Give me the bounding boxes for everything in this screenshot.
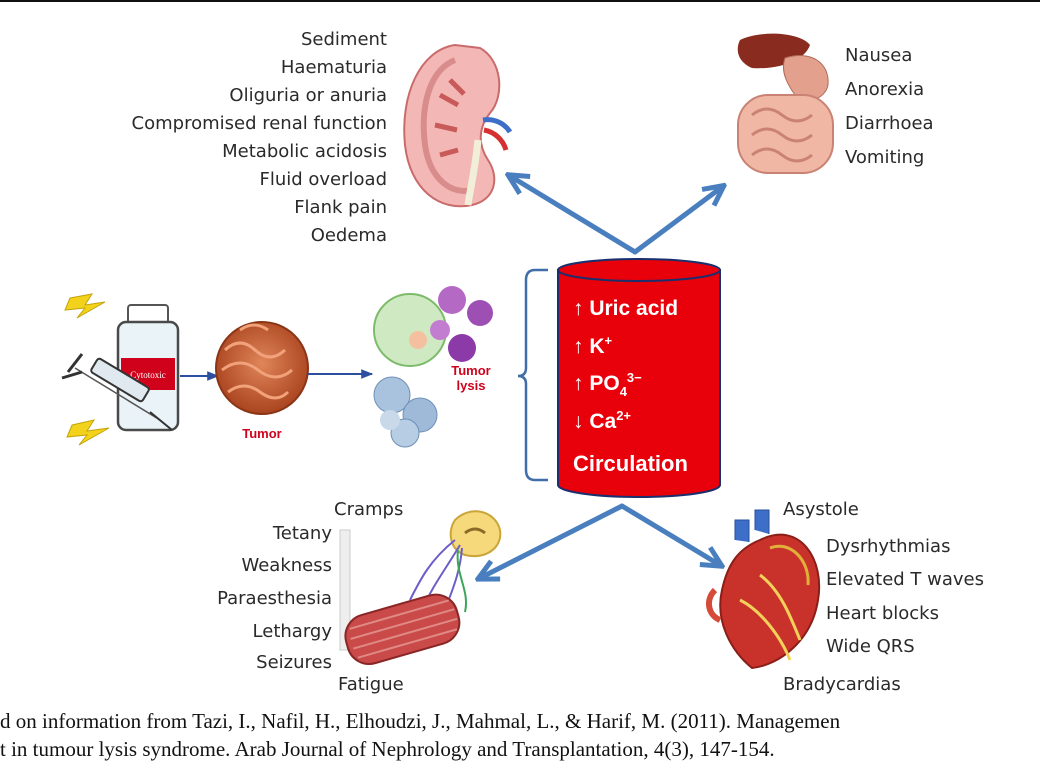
nerve-muscle-illustration xyxy=(339,510,502,665)
cardiac-symptom: Wide QRS xyxy=(826,636,915,657)
lower-arrows xyxy=(480,503,720,578)
gi-symptom: Nausea xyxy=(845,45,912,66)
circulation-cylinder: ↑ Uric acid ↑ K+ ↑ PO43− ↓ Ca2+ Circulat… xyxy=(557,258,721,498)
lightning-icon xyxy=(66,419,110,446)
neuromuscular-symptom: Fatigue xyxy=(338,674,404,695)
neuromuscular-symptom: Cramps xyxy=(334,499,403,520)
lysed-cells-illustration: Tumor lysis xyxy=(373,286,493,448)
kidney-symptom: Metabolic acidosis xyxy=(222,141,387,162)
gi-symptom-list: Nausea Anorexia Diarrhoea Vomiting xyxy=(845,45,934,168)
figure-inset-border xyxy=(339,529,351,651)
cyl-circulation: Circulation xyxy=(573,451,688,476)
arrow-to-heart xyxy=(619,503,720,565)
neuromuscular-symptom: Seizures xyxy=(256,652,332,673)
neuromuscular-symptom: Tetany xyxy=(272,523,333,544)
heart-illustration xyxy=(706,509,821,670)
citation-caption-line1: d on information from Tazi, I., Nafil, H… xyxy=(0,709,841,733)
top-border xyxy=(0,0,1040,2)
kidney-illustration xyxy=(403,43,513,208)
cardiac-symptom: Bradycardias xyxy=(783,674,901,695)
neuromuscular-symptom: Weakness xyxy=(241,555,332,576)
cytotoxic-drug-illustration: Cytotoxic xyxy=(61,293,180,446)
gi-symptom: Anorexia xyxy=(845,79,924,100)
cardiac-symptom: Heart blocks xyxy=(826,603,939,624)
tumor-label: Tumor xyxy=(242,426,281,441)
gi-symptom: Vomiting xyxy=(845,147,924,168)
digestive-system-illustration xyxy=(737,33,834,174)
kidney-symptom: Haematuria xyxy=(281,57,387,78)
arrow-to-neuromuscular xyxy=(480,503,625,578)
syringe-icon xyxy=(61,353,173,431)
upper-arrows xyxy=(510,176,722,255)
bottle-label: Cytotoxic xyxy=(130,370,166,380)
neuromuscular-symptom-list: Cramps Tetany Weakness Paraesthesia Leth… xyxy=(217,499,404,695)
kidney-symptom: Flank pain xyxy=(294,197,387,218)
cardiac-symptom: Dysrhythmias xyxy=(826,536,950,557)
kidney-symptom: Sediment xyxy=(301,29,387,50)
cyl-potassium: ↑ K+ xyxy=(573,333,613,358)
lightning-icon xyxy=(64,293,106,319)
neuromuscular-symptom: Paraesthesia xyxy=(217,588,332,609)
cardiac-symptom: Elevated T waves xyxy=(826,569,984,590)
kidney-symptom: Oliguria or anuria xyxy=(229,85,387,106)
cardiac-symptom-list: Asystole Dysrhythmias Elevated T waves H… xyxy=(783,499,984,695)
cyl-phosphate: ↑ PO43− xyxy=(573,370,642,399)
arrow-to-kidney xyxy=(510,176,638,255)
cardiac-symptom: Asystole xyxy=(783,499,859,520)
neuromuscular-symptom: Lethargy xyxy=(253,621,333,642)
kidney-symptom: Oedema xyxy=(311,225,387,246)
tumor-lysis-label-line2: lysis xyxy=(457,378,486,393)
tumor-lysis-label-line1: Tumor xyxy=(451,363,490,378)
arrow-to-gi xyxy=(632,187,722,255)
kidney-symptom: Fluid overload xyxy=(259,169,387,190)
gi-symptom: Diarrhoea xyxy=(845,113,934,134)
cyl-uric-acid: ↑ Uric acid xyxy=(573,297,678,320)
tumor-illustration: Tumor xyxy=(215,321,309,441)
kidney-symptom-list: Sediment Haematuria Oliguria or anuria C… xyxy=(132,29,387,246)
kidney-symptom: Compromised renal function xyxy=(132,113,387,134)
citation-caption-line2: t in tumour lysis syndrome. Arab Journal… xyxy=(0,737,775,761)
bracket xyxy=(517,268,548,482)
cyl-calcium: ↓ Ca2+ xyxy=(573,408,631,433)
